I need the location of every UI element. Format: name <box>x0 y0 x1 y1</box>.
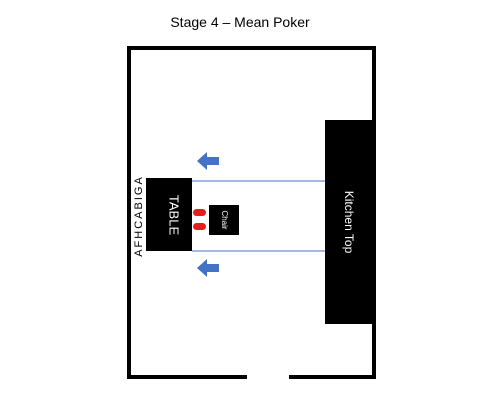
chair-mark-bottom <box>193 223 206 230</box>
wall-left-top-right <box>127 46 376 376</box>
kitchen-top <box>325 120 372 324</box>
arrow-left-icon <box>197 152 219 170</box>
arrow-left-icon <box>197 259 219 277</box>
room-walls <box>127 46 376 379</box>
chair <box>209 205 239 235</box>
wall-letters: AFHCABIGA <box>133 175 145 257</box>
table-label: TABLE <box>167 195 182 236</box>
chair-mark-top <box>193 209 206 216</box>
table <box>146 178 192 251</box>
page-title: Stage 4 – Mean Poker <box>170 14 310 30</box>
kitchen-top-label: Kitchen Top <box>342 191 356 254</box>
chair-label: Chair <box>220 210 229 229</box>
